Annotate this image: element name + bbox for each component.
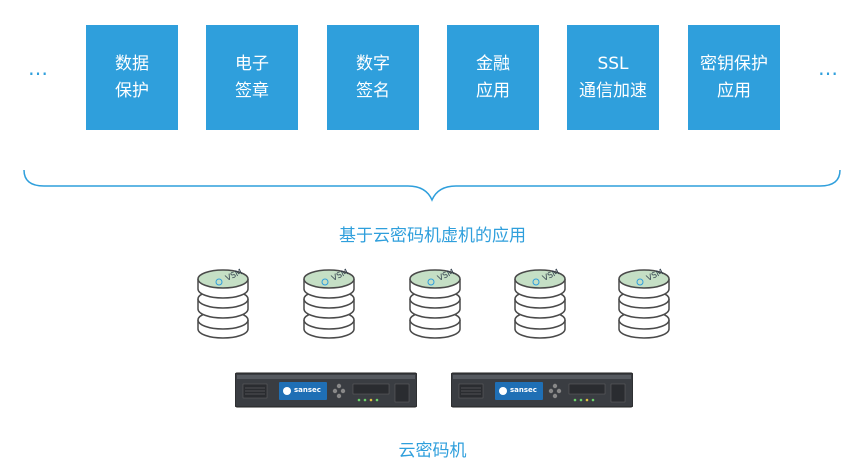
cipher-machine-device: sansec xyxy=(451,372,633,408)
app-box-digital-signature: 数字 签名 xyxy=(327,25,419,130)
app-box-line2: 应用 xyxy=(476,80,510,101)
app-box-finance: 金融 应用 xyxy=(447,25,539,130)
ellipsis-left: … xyxy=(28,56,49,80)
vsm-database-icon: VSM xyxy=(197,267,249,339)
app-box-key-protection: 密钥保护 应用 xyxy=(688,25,780,130)
app-box-ssl-acceleration: SSL 通信加速 xyxy=(567,25,659,130)
app-box-line1: SSL xyxy=(597,53,629,74)
app-box-e-seal: 电子 签章 xyxy=(206,25,298,130)
app-box-line1: 金融 xyxy=(476,53,510,74)
curly-brace xyxy=(23,169,841,202)
vsm-database-icon: VSM xyxy=(303,267,355,339)
hardware-caption: 云密码机 xyxy=(398,441,467,461)
app-box-line2: 签章 xyxy=(235,80,269,101)
vsm-database-icon: VSM xyxy=(409,267,461,339)
app-box-line1: 数字 xyxy=(356,53,390,74)
app-box-line1: 密钥保护 xyxy=(700,53,768,74)
app-box-line1: 电子 xyxy=(235,53,269,74)
vm-caption: 基于云密码机虚机的应用 xyxy=(339,226,526,246)
vsm-database-icon: VSM xyxy=(618,267,670,339)
device-brand-label: sansec xyxy=(510,386,537,394)
device-brand-label: sansec xyxy=(294,386,321,394)
vsm-database-icon: VSM xyxy=(514,267,566,339)
app-box-line1: 数据 xyxy=(115,53,149,74)
app-box-data-protection: 数据 保护 xyxy=(86,25,178,130)
app-box-line2: 应用 xyxy=(717,80,751,101)
app-box-line2: 签名 xyxy=(356,80,390,101)
app-box-line2: 通信加速 xyxy=(579,80,647,101)
ellipsis-right: … xyxy=(818,56,839,80)
cipher-machine-device: sansec xyxy=(235,372,417,408)
app-box-line2: 保护 xyxy=(115,80,149,101)
